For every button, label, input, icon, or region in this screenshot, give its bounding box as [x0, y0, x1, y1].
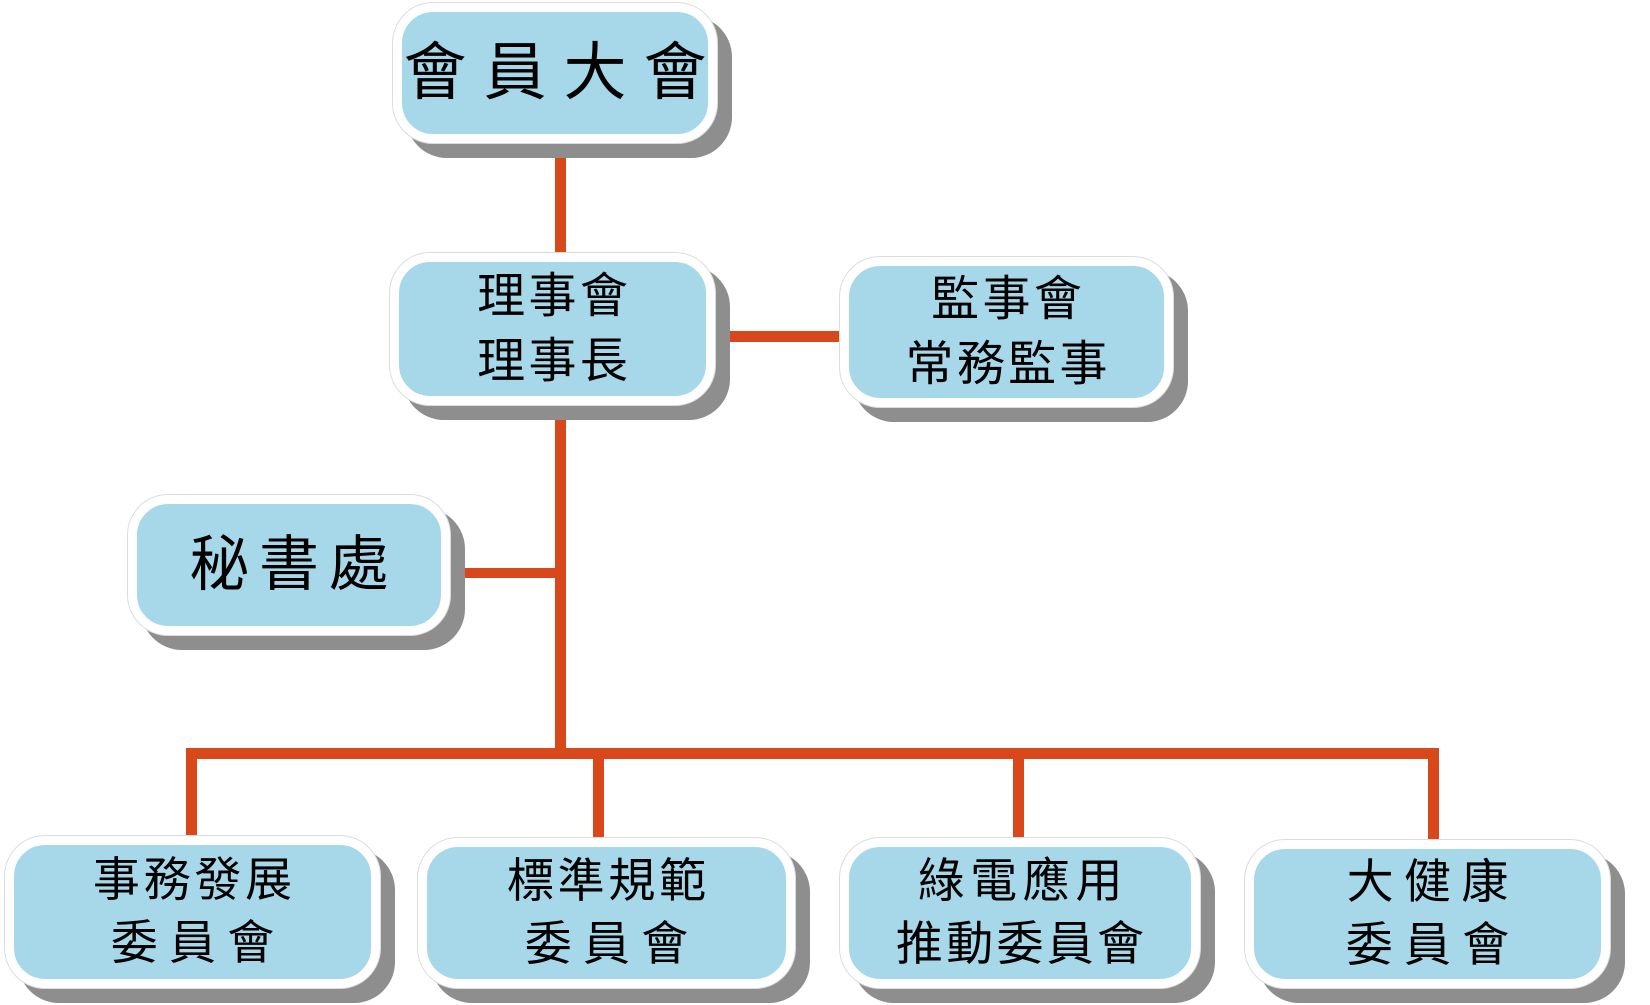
connector-drop-health-committee — [1428, 748, 1439, 840]
node-label: 委員會 — [1345, 918, 1521, 973]
connector-board-to-committee-bar — [555, 400, 566, 759]
node-label: 會員大會 — [403, 36, 724, 110]
node-label: 綠電應用 — [917, 853, 1129, 909]
connector-supervisory-board-link — [710, 331, 844, 342]
node-general-assembly: 會員大會 — [393, 3, 717, 143]
node-green-power-committee: 綠電應用 推動委員會 — [840, 838, 1200, 988]
node-label: 委員會 — [110, 916, 286, 971]
node-supervisory-board: 監事會 常務監事 — [840, 257, 1173, 407]
node-affairs-development-committee: 事務發展 委員會 — [5, 836, 380, 988]
node-standards-committee: 標準規範 委員會 — [418, 838, 795, 988]
node-secretariat: 秘書處 — [128, 495, 450, 635]
connector-drop-green-power-committee — [1013, 748, 1024, 838]
connector-drop-affairs-committee — [186, 748, 197, 838]
node-label: 事務發展 — [92, 852, 296, 908]
connector-drop-standards-committee — [593, 748, 604, 838]
node-board-of-directors: 理事會 理事長 — [390, 253, 715, 405]
connector-committees-bar — [186, 748, 1439, 759]
connector-assembly-to-board — [555, 140, 566, 256]
node-label: 委員會 — [524, 917, 700, 972]
node-health-committee: 大健康 委員會 — [1245, 840, 1610, 988]
node-label: 常務監事 — [905, 336, 1111, 392]
node-label: 秘書處 — [189, 529, 399, 600]
connector-secretariat-link — [440, 568, 566, 578]
node-label: 監事會 — [931, 271, 1086, 328]
node-label: 理事長 — [477, 333, 632, 389]
node-label: 大健康 — [1346, 854, 1519, 910]
node-label: 理事會 — [477, 268, 632, 325]
node-label: 標準規範 — [506, 853, 710, 909]
node-label: 推動委員會 — [895, 917, 1148, 972]
